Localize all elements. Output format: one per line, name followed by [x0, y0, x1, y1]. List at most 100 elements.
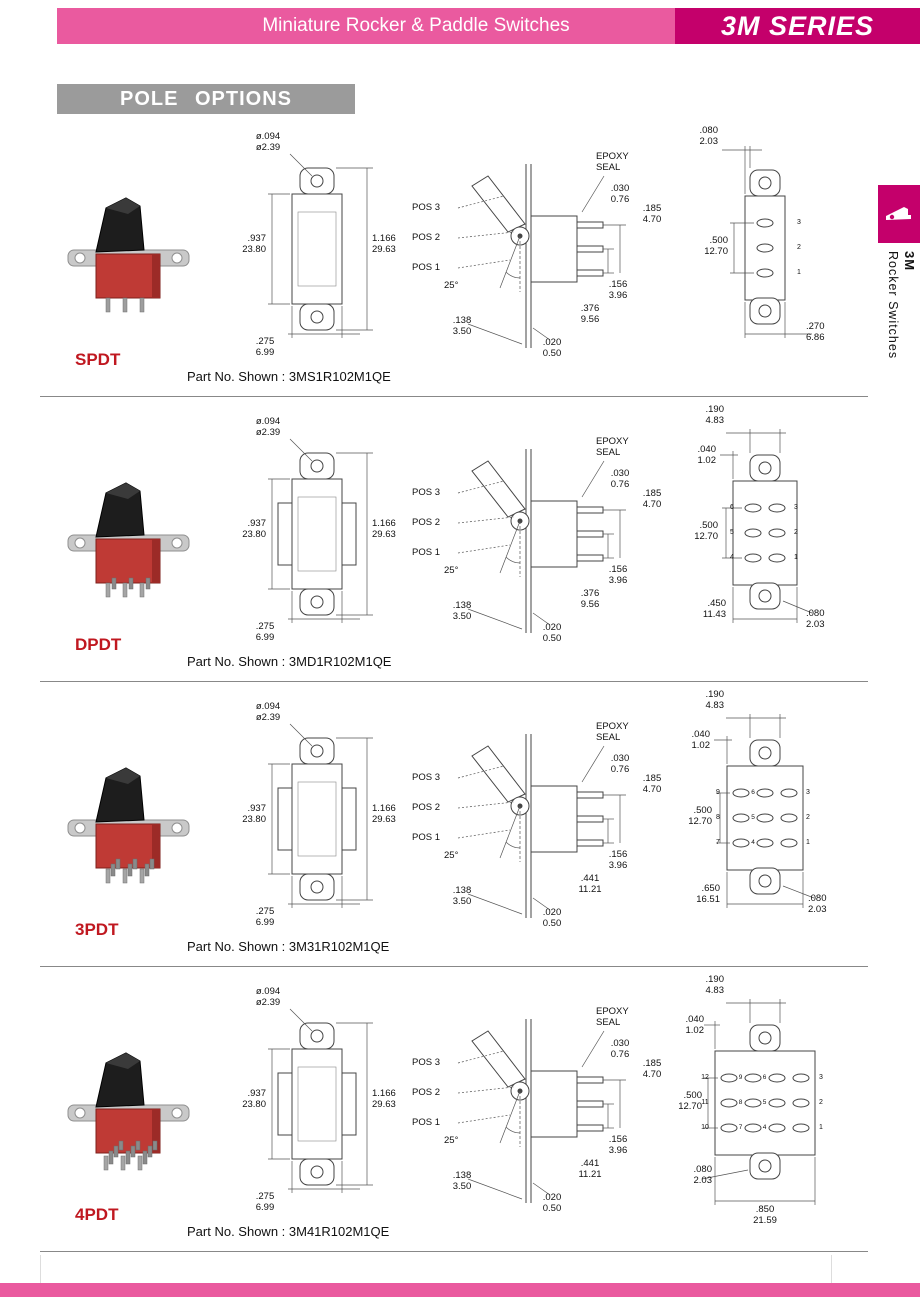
dim-hole-dia: ø.094 ø2.39 — [255, 701, 281, 723]
bottom-view-drawing — [722, 146, 812, 338]
pos1-label: POS 1 — [412, 1117, 440, 1128]
pin-number: 4 — [730, 554, 734, 561]
epoxy-seal-label: EPOXY SEAL — [596, 436, 629, 458]
pos3-label: POS 3 — [412, 1057, 440, 1068]
dim-pin-length: .185 4.70 — [642, 203, 662, 225]
pin-number: 6 — [730, 504, 734, 511]
side-view: POS 3 POS 2 POS 1 25° EPOXY SEAL .030 0.… — [408, 433, 676, 653]
dim-width: .275 6.99 — [255, 1191, 275, 1213]
page-header: Miniature Rocker & Paddle Switches 3M SE… — [57, 8, 920, 44]
pos1-label: POS 1 — [412, 262, 440, 273]
dim-body-height: .937 23.80 — [242, 518, 266, 540]
angle-label: 25° — [444, 1135, 459, 1146]
dim-offset: .040 1.02 — [685, 1014, 705, 1036]
dim-body-height: .937 23.80 — [242, 803, 266, 825]
pos1-label: POS 1 — [412, 832, 440, 843]
front-view-drawing — [268, 438, 373, 623]
pin-number: 10 — [701, 1124, 709, 1131]
product-photo — [66, 746, 191, 886]
pin-number: 6 — [751, 789, 755, 796]
pin-number: 9 — [738, 1074, 743, 1081]
pole-type-label: DPDT — [75, 635, 122, 654]
dim-top: .080 2.03 — [699, 125, 719, 147]
pos2-label: POS 2 — [412, 1087, 440, 1098]
rocker-switch-icon — [886, 207, 911, 220]
section-spdt: SPDT Part No. Shown : 3MS1R102M1QE ø.094… — [0, 112, 920, 397]
dim-bottom-left: .450 11.43 — [702, 598, 726, 620]
pin-number: 3 — [794, 504, 798, 511]
pos3-label: POS 3 — [412, 202, 440, 213]
dim-bottom-left: .080 2.03 — [693, 1164, 713, 1186]
section-divider — [40, 1251, 868, 1252]
pin-number: 8 — [738, 1099, 743, 1106]
dim-bottom: .850 21.59 — [753, 1204, 777, 1226]
epoxy-seal-label: EPOXY SEAL — [596, 1006, 629, 1028]
pos3-label: POS 3 — [412, 772, 440, 783]
pin-number: 1 — [806, 839, 810, 846]
product-photo — [66, 1031, 191, 1171]
section-divider — [40, 396, 868, 397]
dim-pin-length: .185 4.70 — [642, 488, 662, 510]
bottom-view-drawing — [720, 429, 813, 623]
product-photo-drawing — [67, 1052, 190, 1171]
dim-top: .190 4.83 — [705, 404, 725, 426]
dim-pin-span: .376 9.56 — [580, 588, 600, 610]
dim-pin-pitch: .156 3.96 — [608, 564, 628, 586]
dim-pin-span: .441 11.21 — [578, 1158, 602, 1180]
pin-number: 1 — [819, 1124, 823, 1131]
angle-label: 25° — [444, 280, 459, 291]
tab-category-label: Rocker Switches — [886, 251, 900, 360]
pin-number: 1 — [794, 554, 798, 561]
pin-number: 11 — [701, 1099, 709, 1106]
dim-pin-span: .441 11.21 — [578, 873, 602, 895]
part-number: Part No. Shown : 3M31R102M1QE — [187, 939, 390, 954]
dim-left: .500 12.70 — [688, 805, 712, 827]
dim-offset: .040 1.02 — [697, 444, 717, 466]
pole-options-heading: POLE OPTIONS — [57, 84, 355, 114]
pin-number: 3 — [797, 219, 801, 226]
dim-pin-pitch: .156 3.96 — [608, 279, 628, 301]
dim-overall-height: 1.166 29.63 — [372, 233, 396, 255]
side-view-drawing — [457, 449, 626, 633]
dim-top: .190 4.83 — [705, 974, 725, 996]
angle-label: 25° — [444, 850, 459, 861]
pin-number: 2 — [797, 244, 801, 251]
side-view-drawing — [457, 734, 626, 918]
pin-number: 4 — [751, 839, 755, 846]
pole-type-label: 3PDT — [75, 920, 119, 939]
bottom-view-drawing — [701, 999, 816, 1205]
part-number: Part No. Shown : 3M41R102M1QE — [187, 1224, 390, 1239]
part-number: Part No. Shown : 3MS1R102M1QE — [187, 369, 391, 384]
dim-bottom-right: .080 2.03 — [808, 893, 827, 915]
bottom-view: .190 4.83 .040 1.02 .500 12.70 .080 2.03… — [678, 973, 887, 1226]
section-3pdt: 3PDT Part No. Shown : 3M31R102M1QE ø.094… — [0, 682, 920, 967]
dim-width: .275 6.99 — [255, 621, 275, 643]
bottom-view: .190 4.83 .040 1.02 .500 12.70 .450 11.4… — [682, 403, 887, 655]
pin-number: 1 — [797, 269, 801, 276]
dim-hole-dia: ø.094 ø2.39 — [255, 416, 281, 438]
footer-frame — [40, 1255, 832, 1284]
product-photo — [66, 176, 191, 316]
pin-number: 2 — [806, 814, 810, 821]
pole-type-label: SPDT — [75, 350, 121, 369]
pin-number: 4 — [762, 1124, 767, 1131]
epoxy-seal-label: EPOXY SEAL — [596, 151, 629, 173]
front-view-drawing — [268, 723, 373, 908]
dim-plate-thickness: .138 3.50 — [452, 600, 472, 622]
section-dpdt: DPDT Part No. Shown : 3MD1R102M1QE ø.094… — [0, 397, 920, 682]
dim-width: .275 6.99 — [255, 906, 275, 928]
pin-number: 5 — [751, 814, 755, 821]
pin-number: 8 — [716, 814, 720, 821]
pos2-label: POS 2 — [412, 232, 440, 243]
dim-left: .500 12.70 — [704, 235, 728, 257]
tab-icon-box — [878, 185, 920, 243]
dim-left: .500 12.70 — [678, 1090, 702, 1112]
dim-gap: .020 0.50 — [542, 907, 562, 929]
dim-body-height: .937 23.80 — [242, 1088, 266, 1110]
dim-width: .275 6.99 — [255, 336, 275, 358]
tab-text: 3M Rocker Switches — [886, 251, 917, 421]
part-number: Part No. Shown : 3MD1R102M1QE — [187, 654, 392, 669]
dim-pin-length: .185 4.70 — [642, 773, 662, 795]
pin-number: 7 — [738, 1124, 743, 1131]
product-photo — [66, 461, 191, 601]
